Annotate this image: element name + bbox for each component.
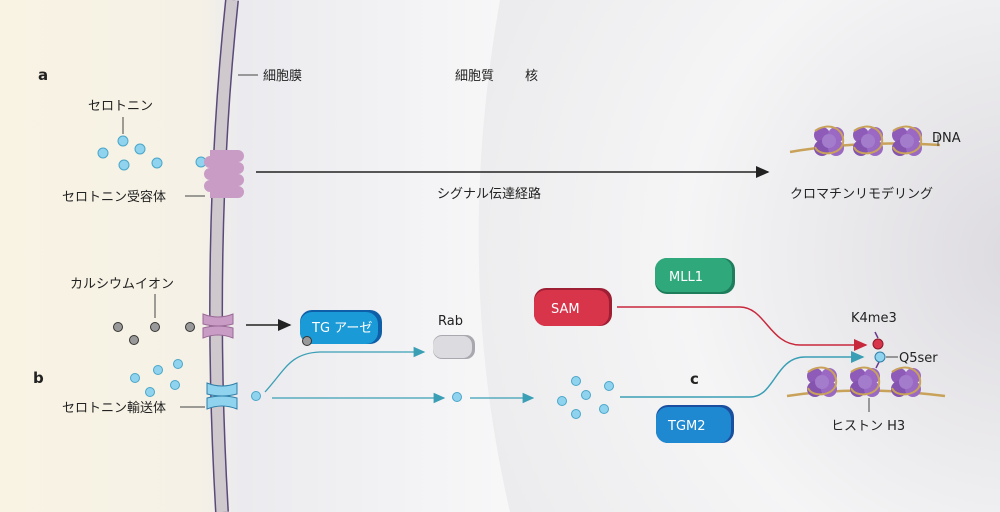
tgase-enzyme: TG アーゼ bbox=[300, 310, 382, 344]
dna-label: DNA bbox=[932, 131, 961, 146]
histone-h3-label: ヒストン H3 bbox=[831, 419, 905, 434]
mll1-enzyme: MLL1 bbox=[655, 258, 735, 294]
k4me3-label: K4me3 bbox=[851, 311, 897, 326]
svg-text:SAM: SAM bbox=[551, 302, 580, 317]
panel-b-label: b bbox=[33, 369, 44, 387]
panel-a-label: a bbox=[38, 66, 48, 84]
svg-text:MLL1: MLL1 bbox=[669, 270, 703, 285]
cytoplasm-label: 細胞質 bbox=[455, 69, 494, 84]
q5ser-mark bbox=[874, 351, 886, 363]
sam-molecule: SAM bbox=[534, 288, 612, 326]
calcium-ion-label: カルシウムイオン bbox=[70, 277, 174, 292]
tgm2-enzyme: TGM2 bbox=[656, 405, 734, 443]
panel-c-label: c bbox=[690, 370, 699, 388]
k4me3-mark bbox=[872, 338, 884, 350]
to-rab-arrow bbox=[264, 346, 426, 393]
serotonin-transporter bbox=[206, 382, 238, 410]
calcium-channel bbox=[202, 313, 234, 339]
serotonin-receptor-label: セロトニン受容体 bbox=[62, 189, 166, 205]
q5ser-label: Q5ser bbox=[899, 351, 938, 366]
serotonylation-arrow bbox=[620, 351, 865, 398]
chromatin-remodeling-label: クロマチンリモデリング bbox=[790, 186, 933, 202]
nucleus-label: 核 bbox=[525, 69, 538, 84]
membrane-label: 細胞膜 bbox=[263, 69, 302, 84]
nucleus-region bbox=[478, 0, 1000, 512]
serotonin-molecules-b bbox=[130, 359, 614, 419]
rab-protein bbox=[433, 335, 475, 359]
signal-pathway-label: シグナル伝達経路 bbox=[437, 186, 541, 202]
calcium-ions bbox=[113, 322, 195, 345]
methylation-arrow bbox=[617, 306, 868, 351]
serotonin-label: セロトニン bbox=[88, 99, 153, 114]
serotonin-molecules bbox=[97, 135, 207, 171]
serotonin-transporter-label: セロトニン輸送体 bbox=[62, 401, 166, 416]
svg-text:TG アーゼ: TG アーゼ bbox=[311, 321, 372, 336]
svg-text:TGM2: TGM2 bbox=[667, 419, 706, 434]
serotonin-receptor bbox=[204, 150, 244, 198]
rab-label: Rab bbox=[438, 314, 463, 329]
